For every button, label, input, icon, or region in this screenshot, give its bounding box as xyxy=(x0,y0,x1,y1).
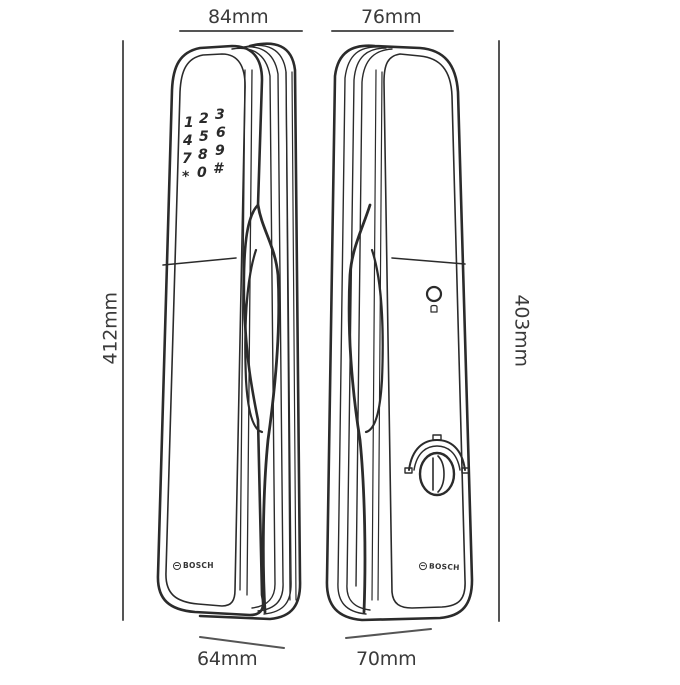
dimension-lines xyxy=(122,30,500,649)
thumb-turn-knob-icon xyxy=(404,434,470,497)
key-7: 7 xyxy=(182,151,192,167)
front-brand-text: BOSCH xyxy=(183,561,214,570)
key-6: 6 xyxy=(216,125,226,141)
key-0: 0 xyxy=(197,165,207,181)
key-5: 5 xyxy=(199,129,209,145)
dim-label-front-depth: 64mm xyxy=(197,648,258,670)
lock-indicator-icon xyxy=(430,304,438,313)
key-hash: # xyxy=(213,161,223,177)
key-star: * xyxy=(182,169,190,185)
dim-label-front-width: 84mm xyxy=(208,6,269,28)
dim-label-front-height: 412mm xyxy=(99,292,122,365)
key-9: 9 xyxy=(215,143,225,159)
bosch-logo-icon xyxy=(173,561,181,570)
dim-label-back-depth: 70mm xyxy=(356,648,417,670)
dim-line-64mm xyxy=(199,636,285,649)
dim-label-back-width: 76mm xyxy=(361,6,422,28)
key-8: 8 xyxy=(198,147,208,163)
key-4: 4 xyxy=(183,133,193,149)
key-2: 2 xyxy=(199,111,209,127)
dim-label-back-height: 403mm xyxy=(510,294,533,367)
bosch-logo-icon xyxy=(418,561,428,570)
dim-line-70mm xyxy=(345,628,432,639)
back-brand-text: BOSCH xyxy=(428,561,460,573)
front-view xyxy=(156,42,302,621)
key-3: 3 xyxy=(215,107,225,123)
key-1: 1 xyxy=(184,115,194,131)
back-view xyxy=(325,44,474,622)
front-brand: BOSCH xyxy=(173,561,214,570)
back-button-icon xyxy=(425,285,443,303)
